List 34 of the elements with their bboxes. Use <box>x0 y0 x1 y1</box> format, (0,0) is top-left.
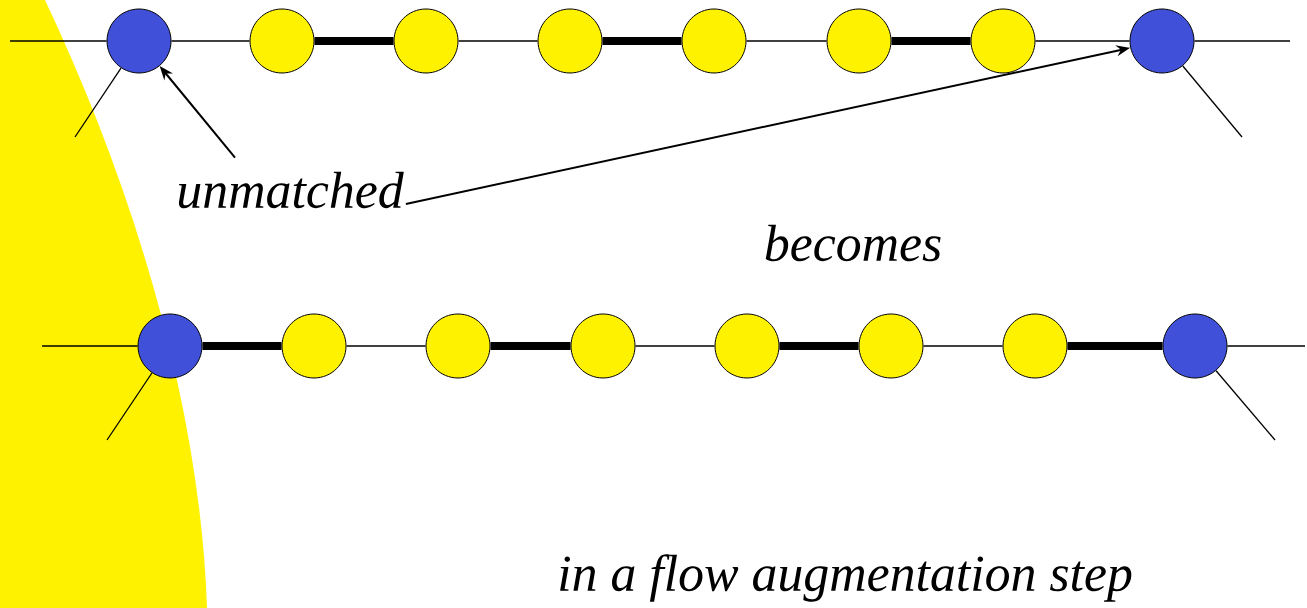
vertex-circle <box>537 8 603 74</box>
vertex-circle <box>425 313 491 379</box>
edge-line <box>1182 65 1243 138</box>
edge-line <box>634 345 716 347</box>
edge-line <box>1034 40 1131 42</box>
edge-line <box>41 345 139 347</box>
edge-line <box>170 40 251 42</box>
note-text: becomes <box>765 224 941 262</box>
vertex-circle <box>570 313 636 379</box>
vertex-circle <box>393 8 459 74</box>
edge-line <box>922 345 1004 347</box>
note-text: in a flow augmentation step <box>560 554 1132 602</box>
vertex-circle <box>970 8 1036 74</box>
edge-line <box>457 40 539 42</box>
vertex-circle <box>249 8 315 74</box>
vertex-circle <box>1129 8 1195 74</box>
edge-line <box>9 40 108 42</box>
vertex-circle <box>858 313 924 379</box>
vertex-circle <box>281 313 347 379</box>
edge-line <box>1215 370 1276 441</box>
edge-line <box>1226 345 1306 347</box>
edge-line <box>745 40 828 42</box>
vertex-circle <box>714 313 780 379</box>
vertex-circle <box>681 8 747 74</box>
vertex-circle <box>826 8 892 74</box>
edge-line <box>1193 40 1291 42</box>
edge-line <box>345 345 427 347</box>
vertex-circle <box>106 8 172 74</box>
edge-line <box>106 372 153 441</box>
vertex-circle <box>1162 313 1228 379</box>
node-text: unmatched <box>178 171 404 209</box>
vertex-circle <box>137 313 203 379</box>
vertex-circle <box>1002 313 1068 379</box>
edge-line <box>74 67 122 138</box>
